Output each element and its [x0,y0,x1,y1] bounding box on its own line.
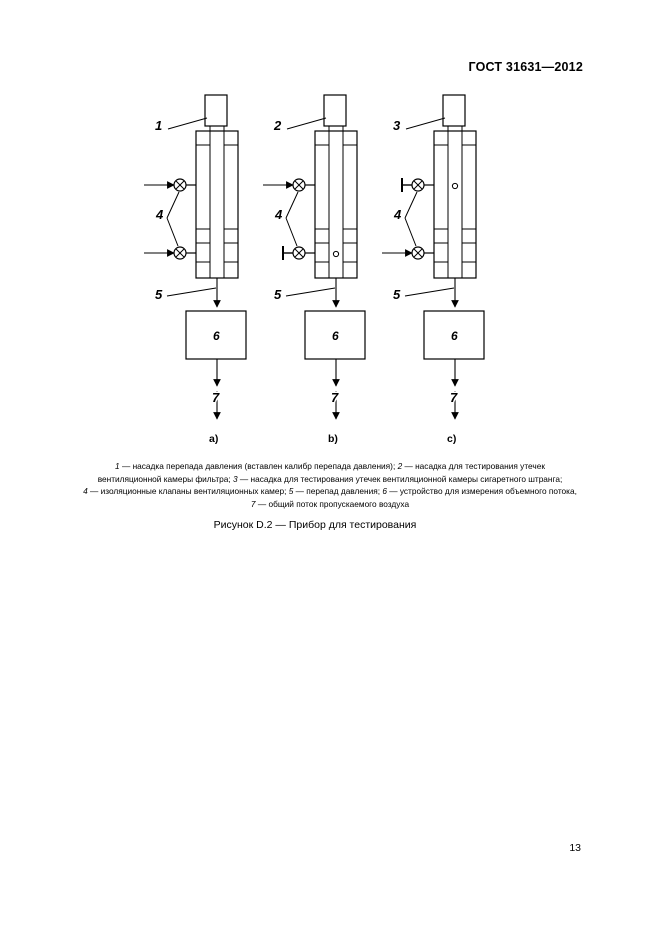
label-flow: 7 [212,390,220,405]
holder-body [195,130,239,279]
flow-measuring-device [185,310,247,360]
legend-line: вентиляционной камеры фильтра; 3 — насад… [40,473,620,486]
flow-measuring-device [423,310,485,360]
legend-key: 6 [382,486,387,497]
label-flow: 7 [331,390,339,405]
isolation-valve-top [401,178,434,192]
legend-key: 4 [83,486,88,497]
label-valves: 4 [393,207,402,222]
holder-body [433,130,477,279]
pressure-port [451,182,459,190]
holder-cap [323,94,347,127]
holder-cap [204,94,228,127]
legend-text: — насадка для тестирования утечек вентил… [237,473,563,484]
legend-text: вентиляционной камеры фильтра; [97,473,233,484]
label-holder: 2 [273,118,282,133]
legend-text: — изоляционные клапаны вентиляционных ка… [87,486,289,497]
label-device: 6 [213,329,220,343]
label-holder: 1 [155,118,162,133]
legend-text: — устройство для измерения объемного пот… [386,486,577,497]
label-valves: 4 [274,207,283,222]
label-flow: 7 [450,390,458,405]
label-holder: 3 [393,118,401,133]
panel-sublabel: b) [328,433,338,445]
label-pressure: 5 [274,287,282,302]
holder-cap [442,94,466,127]
pressure-port [332,250,340,258]
legend-line: 7 — общий поток пропускаемого воздуха [40,498,620,511]
panel-a: 1 4 5 6 7 a) [144,94,247,445]
isolation-valve-top [263,178,315,192]
standard-code: ГОСТ 31631—2012 [468,60,583,74]
label-device: 6 [332,329,339,343]
isolation-valve-bottom [144,246,196,260]
legend-text: — перепад давления; [293,486,383,497]
isolation-valve-top [144,178,196,192]
label-valves: 4 [155,207,164,222]
panel-c: 3 4 5 6 7 c) [382,94,485,445]
panel-b: 2 4 5 6 7 b) [263,94,366,445]
label-pressure: 5 [393,287,401,302]
isolation-valve-bottom [282,246,315,260]
legend-line: 4 — изоляционные клапаны вентиляционных … [40,485,620,498]
legend-key: 7 [250,498,256,509]
legend-key: 5 [288,486,294,497]
isolation-valve-bottom [382,246,434,260]
figure-legend: 1 — насадка перепада давления (вставлен … [40,460,620,510]
panel-sublabel: a) [209,433,218,445]
legend-key: 3 [232,473,238,484]
legend-key: 1 [115,461,120,471]
legend-text: — насадка перепада давления (вставлен ка… [119,461,398,471]
figure-caption: Рисунок D.2 — Прибор для тестирования [213,519,417,531]
page-number: 13 [569,842,581,854]
legend-text: — насадка для тестирования утечек [402,461,545,471]
label-pressure: 5 [155,287,163,302]
label-device: 6 [451,329,458,343]
legend-line: 1 — насадка перепада давления (вставлен … [40,460,620,473]
panel-sublabel: c) [447,433,456,445]
flow-measuring-device [304,310,366,360]
legend-key: 2 [397,461,403,471]
apparatus-figure: 1 4 5 6 7 a) [144,94,485,445]
legend-text: — общий поток пропускаемого воздуха [255,498,410,509]
